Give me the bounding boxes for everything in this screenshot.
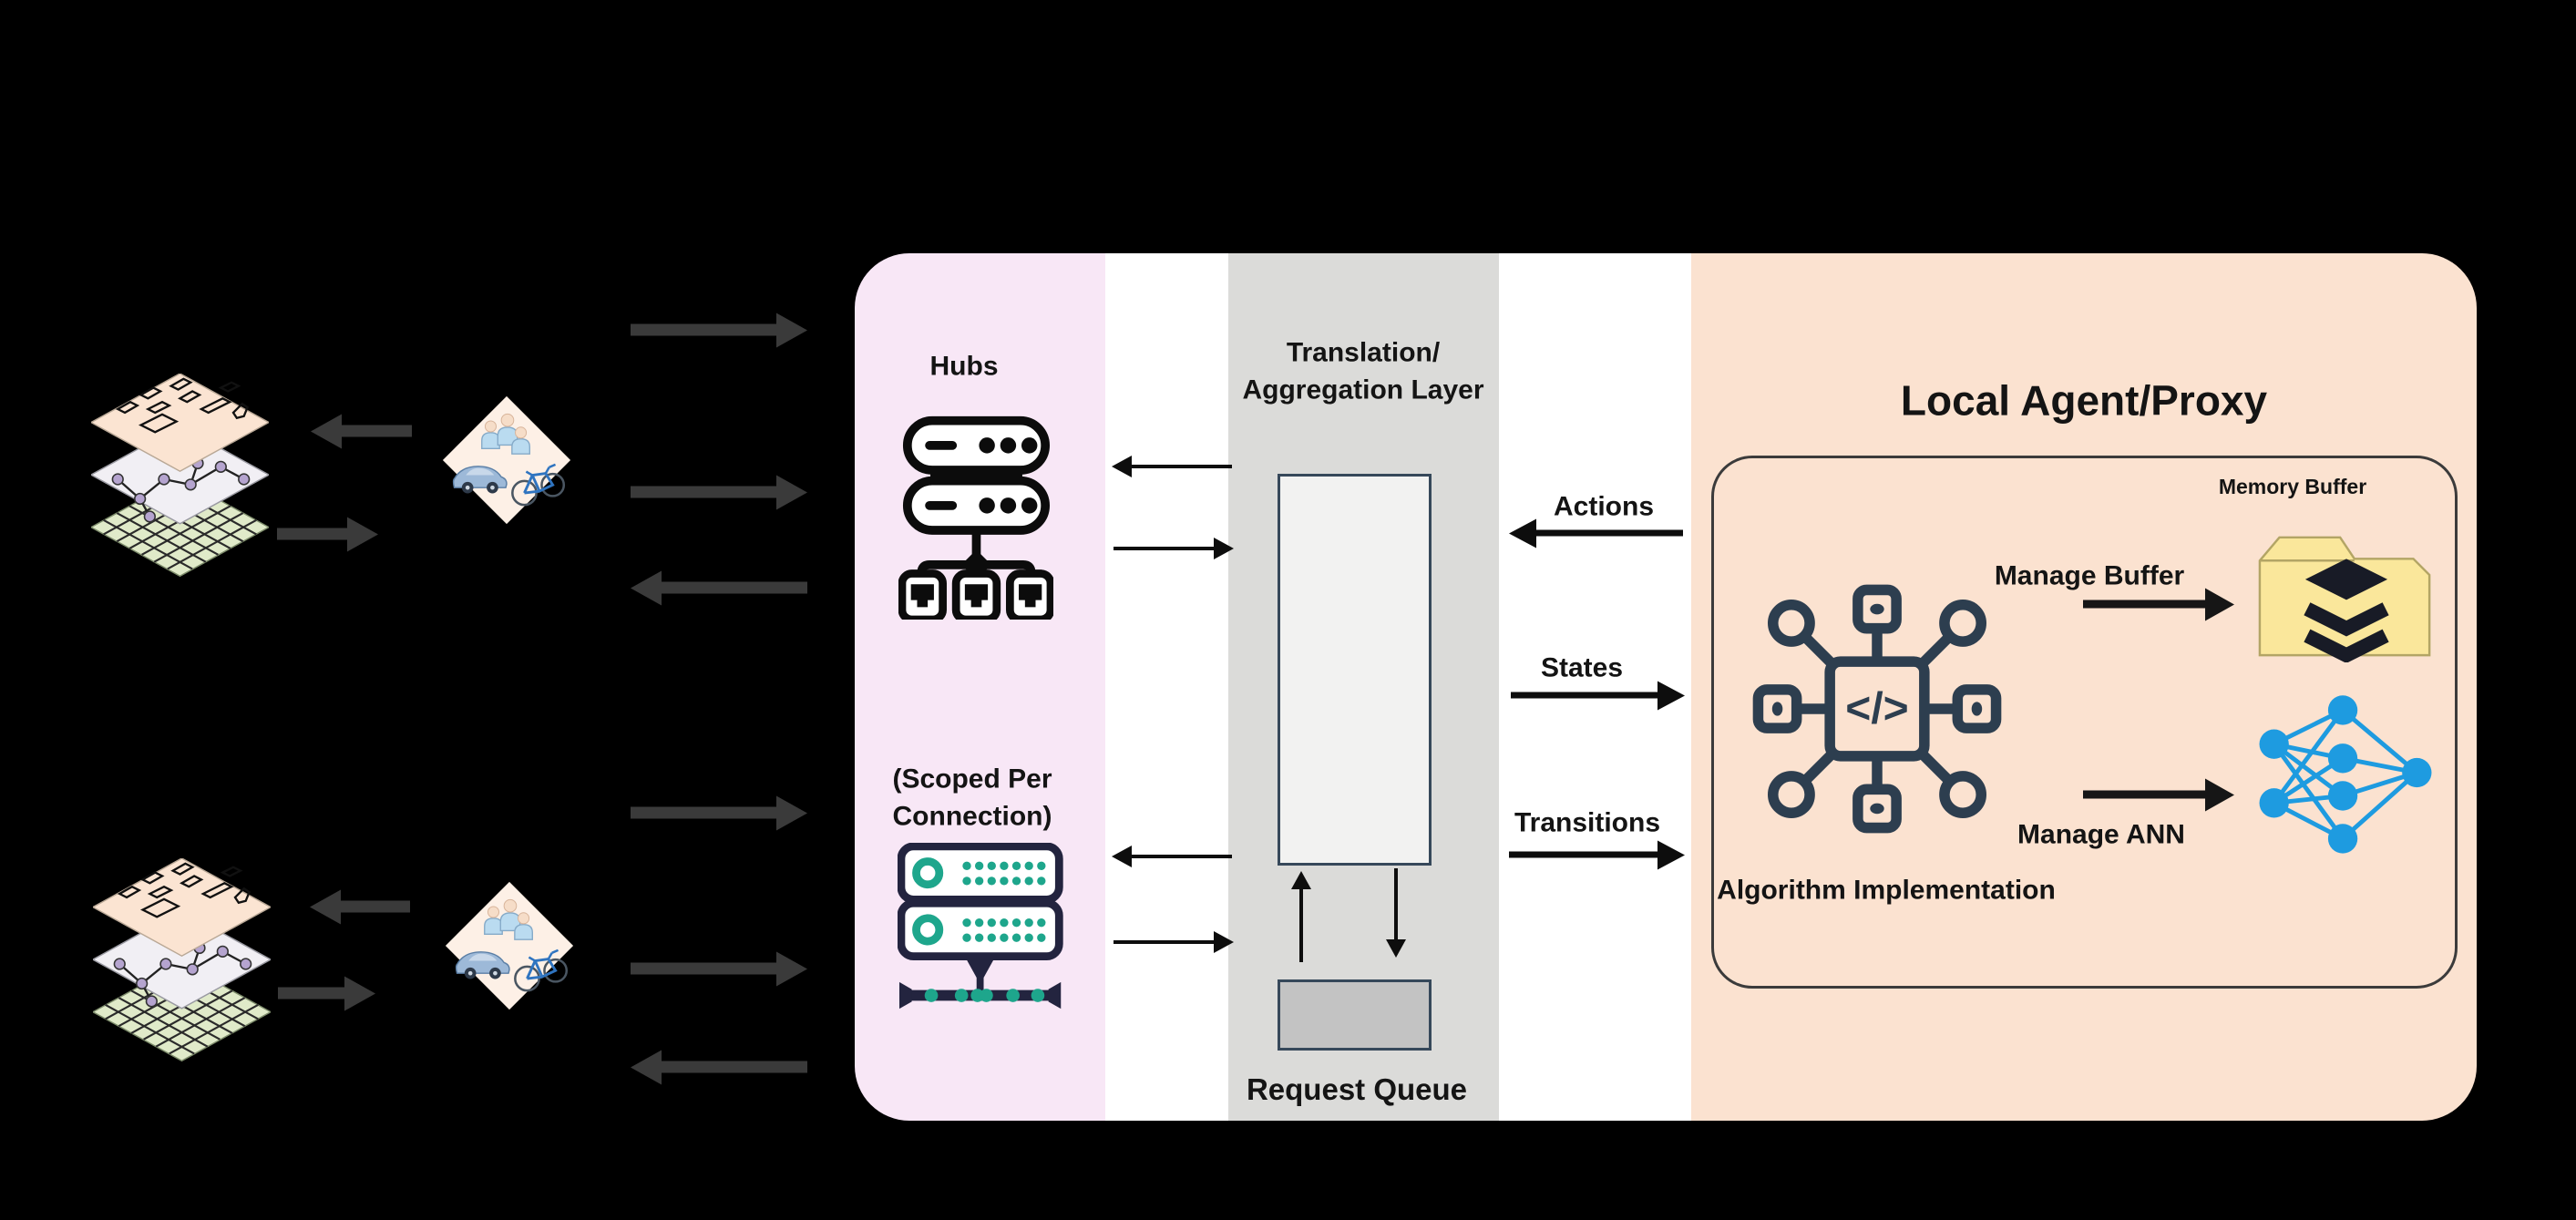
gap-band-left [1105, 253, 1228, 1121]
stack-to-diamond-arrow [278, 987, 344, 1000]
svg-text:</>: </> [1845, 684, 1908, 733]
queue-buffer-rect [1278, 474, 1432, 866]
manage-buffer-label: Manage Buffer [1994, 560, 2185, 591]
hub-inbound-arrow [1132, 465, 1232, 468]
hub-outbound-arrow [1114, 940, 1214, 944]
map-layers-icon [91, 374, 269, 578]
algorithm-chip-icon: </> [1752, 584, 2002, 834]
stack-to-diamond-arrow [277, 528, 347, 540]
diamond-to-stack-arrow [341, 900, 410, 913]
states-label: States [1540, 652, 1624, 683]
translation-layer-title: Translation/ Aggregation Layer [1242, 337, 1484, 405]
from-hubs-arrow [662, 1061, 807, 1073]
from-hubs-arrow [662, 581, 807, 594]
hub-servers-icon [898, 415, 1053, 620]
request-queue-box [1278, 979, 1432, 1051]
transitions-arrow [1509, 851, 1657, 858]
manage-buffer-arrow [2083, 600, 2205, 609]
actions-label: Actions [1553, 491, 1655, 522]
request-queue-label: Request Queue [1246, 1072, 1468, 1107]
to-hubs-arrow [631, 962, 776, 975]
agent-panel-title: Local Agent/Proxy [1900, 376, 2268, 425]
scoped-server-icon [898, 843, 1063, 1010]
neural-network-icon [2259, 695, 2432, 854]
manage-ann-arrow [2083, 790, 2205, 799]
entities-diamond-icon [442, 395, 571, 525]
manage-ann-label: Manage ANN [2017, 819, 2185, 850]
queue-down-arrow [1394, 868, 1398, 939]
states-arrow [1511, 692, 1657, 699]
hub-inbound-arrow [1132, 855, 1232, 858]
memory-buffer-label: Memory Buffer [2218, 475, 2367, 499]
to-hubs-arrow [631, 486, 776, 498]
map-layers-icon [93, 858, 271, 1062]
queue-up-arrow [1299, 889, 1303, 962]
hub-outbound-arrow [1114, 547, 1214, 550]
hubs-title: Hubs [929, 351, 999, 382]
to-hubs-arrow [631, 323, 776, 336]
entities-diamond-icon [445, 881, 574, 1010]
scoped-per-connection-label: (Scoped Per Connection) [892, 764, 1052, 832]
memory-buffer-folder-icon [2258, 536, 2431, 662]
algorithm-implementation-label: Algorithm Implementation [1717, 875, 2056, 906]
agent-inner-box [1711, 456, 2458, 989]
diamond-to-stack-arrow [342, 425, 412, 437]
agent-panel [1691, 253, 2477, 1121]
transitions-label: Transitions [1514, 807, 1661, 838]
to-hubs-arrow [631, 806, 776, 819]
actions-arrow [1536, 529, 1683, 537]
